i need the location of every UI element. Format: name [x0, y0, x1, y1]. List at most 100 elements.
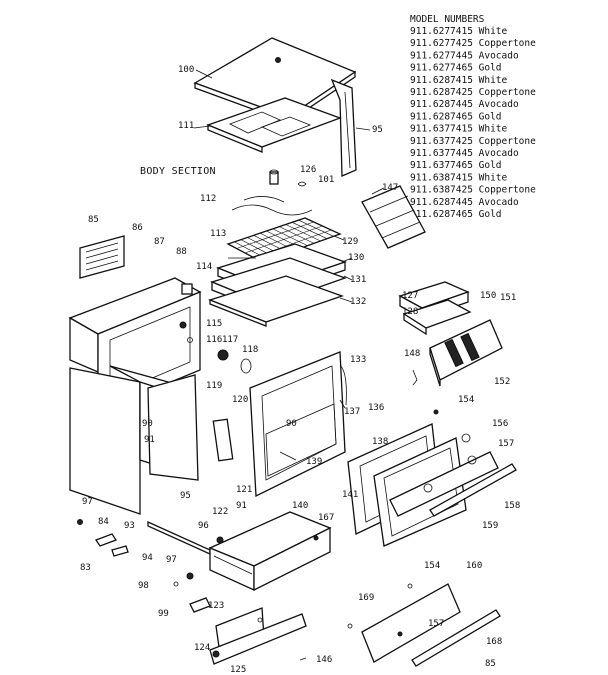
part-label-119: 119	[206, 381, 222, 391]
model-number-8: 911.6377415 White	[410, 124, 508, 135]
model-number-15: 911.6287465 Gold	[410, 209, 502, 220]
model-number-6: 911.6287445 Avocado	[410, 99, 519, 110]
model-number-5: 911.6287425 Coppertone	[410, 87, 536, 98]
part-label-95: 95	[180, 491, 191, 501]
part-label-154: 154	[424, 561, 440, 571]
model-number-14: 911.6287445 Avocado	[410, 197, 519, 208]
part-label-147: 147	[382, 183, 398, 193]
part-label-137: 137	[344, 407, 360, 417]
drawer-hardware	[77, 519, 224, 587]
model-numbers-header: MODEL NUMBERS	[410, 14, 485, 25]
part-label-118: 118	[242, 345, 258, 355]
part-label-98: 98	[138, 581, 149, 591]
part-label-159: 159	[482, 521, 498, 531]
part-label-169: 169	[358, 593, 374, 603]
model-number-10: 911.6377445 Avocado	[410, 148, 519, 159]
part-label-116: 116	[206, 335, 222, 345]
door-assembly-141	[347, 409, 517, 547]
part-label-125: 125	[230, 665, 246, 675]
part-label-90: 90	[142, 419, 153, 429]
part-label-151: 151	[500, 293, 516, 303]
oven-door-frame-121	[212, 351, 347, 498]
part-label-138: 138	[372, 437, 388, 447]
part-label-126: 126	[300, 165, 316, 175]
baskets-127-128	[398, 281, 472, 336]
bottom-panel-160	[347, 583, 501, 667]
label-plate-85	[79, 235, 125, 279]
part-label-136: 136	[368, 403, 384, 413]
model-number-3: 911.6277465 Gold	[410, 63, 502, 74]
section-title: BODY SECTION	[140, 166, 216, 177]
part-label-124: 124	[194, 643, 210, 653]
part-label-111: 111	[178, 121, 194, 131]
model-number-7: 911.6287465 Gold	[410, 111, 502, 122]
part-label-117: 117	[222, 335, 238, 345]
part-label-112: 112	[200, 194, 216, 204]
part-label-129: 129	[342, 237, 358, 247]
part-label-83: 83	[80, 563, 91, 573]
broiler-pans-130-132	[208, 243, 347, 327]
part-label-99: 99	[158, 609, 169, 619]
part-label-97: 97	[82, 497, 93, 507]
part-label-84: 84	[98, 517, 109, 527]
part-label-90: 90	[286, 419, 297, 429]
part-label-130: 130	[348, 253, 364, 263]
part-label-168: 168	[486, 637, 502, 647]
part-label-95: 95	[372, 125, 383, 135]
model-number-11: 911.6377465 Gold	[410, 160, 502, 171]
part-label-157: 157	[428, 619, 444, 629]
part-label-146: 146	[316, 655, 332, 665]
part-label-88: 88	[176, 247, 187, 257]
part-label-91: 91	[144, 435, 155, 445]
model-number-12: 911.6387415 White	[410, 172, 508, 183]
part-label-94: 94	[142, 553, 153, 563]
part-label-87: 87	[154, 237, 165, 247]
part-label-160: 160	[466, 561, 482, 571]
part-label-140: 140	[292, 501, 308, 511]
part-label-122: 122	[212, 507, 228, 517]
part-label-133: 133	[350, 355, 366, 365]
model-number-9: 911.6377425 Coppertone	[410, 136, 536, 147]
part-label-127: 127	[402, 291, 418, 301]
part-label-93: 93	[124, 521, 135, 531]
part-label-100: 100	[178, 65, 194, 75]
part-label-120: 120	[232, 395, 248, 405]
part-label-167: 167	[318, 513, 334, 523]
part-label-91: 91	[236, 501, 247, 511]
top-cover-assembly	[193, 37, 357, 177]
model-number-0: 911.6277415 White	[410, 26, 508, 37]
part-label-139: 139	[306, 457, 322, 467]
part-label-85: 85	[88, 215, 99, 225]
small-hardware-126-101	[269, 169, 307, 187]
part-label-114: 114	[196, 262, 212, 272]
part-label-121: 121	[236, 485, 252, 495]
model-number-1: 911.6277425 Coppertone	[410, 38, 536, 49]
bracket-147	[361, 185, 426, 249]
part-label-132: 132	[350, 297, 366, 307]
model-number-13: 911.6387425 Coppertone	[410, 185, 536, 196]
panel-119	[147, 374, 199, 481]
part-label-101: 101	[318, 175, 334, 185]
element-wire-112	[231, 196, 313, 216]
control-panel-150-152	[412, 319, 503, 387]
leader-lines	[193, 69, 385, 461]
part-label-141: 141	[342, 490, 358, 500]
oven-rack-113	[226, 217, 342, 263]
storage-drawer-140	[208, 511, 332, 592]
part-label-113: 113	[210, 229, 226, 239]
part-label-86: 86	[132, 223, 143, 233]
part-label-96: 96	[198, 521, 209, 531]
part-label-148: 148	[404, 349, 420, 359]
page-number: 85	[485, 659, 496, 669]
part-label-123: 123	[208, 601, 224, 611]
part-label-150: 150	[480, 291, 496, 301]
part-label-152: 152	[494, 377, 510, 387]
part-label-128: 128	[402, 307, 418, 317]
part-label-131: 131	[350, 275, 366, 285]
part-label-154: 154	[458, 395, 474, 405]
part-label-115: 115	[206, 319, 222, 329]
part-label-97: 97	[166, 555, 177, 565]
kick-rail-125	[189, 597, 307, 665]
